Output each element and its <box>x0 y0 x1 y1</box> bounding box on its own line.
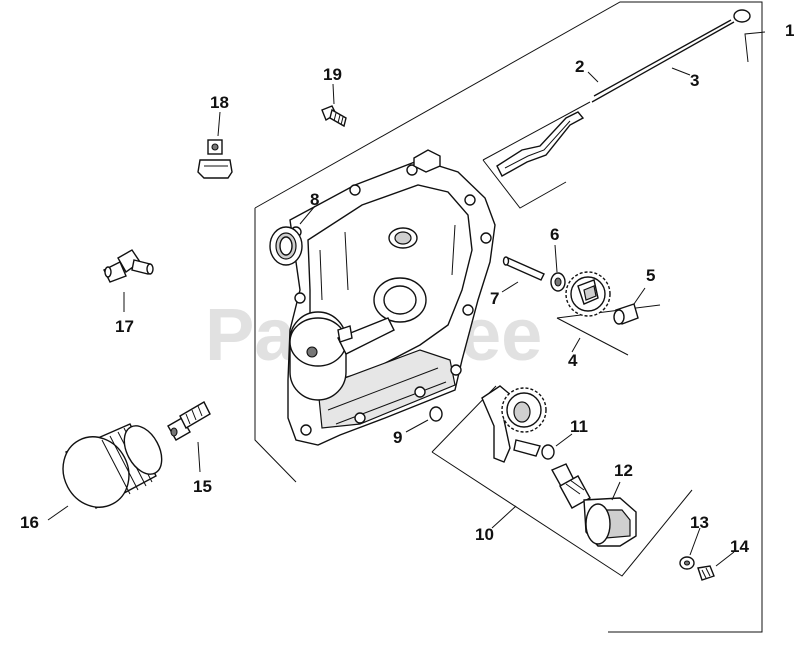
callout-19: 19 <box>323 65 342 84</box>
elbow-fitting-17 <box>103 249 154 283</box>
leader-lines <box>47 31 766 567</box>
oil-pump-10 <box>481 385 547 463</box>
oil-sensor-12 <box>551 463 637 547</box>
o-ring-9 <box>429 406 443 422</box>
callout-9: 9 <box>393 428 402 447</box>
callout-3: 3 <box>690 71 699 90</box>
callout-8: 8 <box>310 190 319 209</box>
callout-17: 17 <box>115 317 134 336</box>
callout-14: 14 <box>730 537 749 556</box>
oil-filter-16 <box>62 423 163 509</box>
washer-6 <box>550 272 566 292</box>
callout-11: 11 <box>570 417 588 436</box>
governor-gear-4 <box>565 271 611 317</box>
callout-7: 7 <box>490 289 499 308</box>
callout-6: 6 <box>550 225 559 244</box>
dipstick-assembly <box>496 9 751 177</box>
callout-2: 2 <box>575 57 584 76</box>
bolt-19 <box>321 105 347 128</box>
callout-18: 18 <box>210 93 229 112</box>
callout-15: 15 <box>193 477 212 496</box>
callout-4: 4 <box>568 351 578 370</box>
callout-16: 16 <box>20 513 39 532</box>
bolt-15 <box>167 401 211 441</box>
callout-10: 10 <box>475 525 494 544</box>
o-ring-11 <box>541 444 555 460</box>
callout-5: 5 <box>646 266 655 285</box>
callout-1: 1 <box>785 21 794 40</box>
callout-13: 13 <box>690 513 709 532</box>
plunger-5 <box>613 303 639 325</box>
washer-13 <box>679 556 695 570</box>
callout-12: 12 <box>614 461 633 480</box>
oil-seal <box>269 226 303 266</box>
breather-fitting-18 <box>197 139 233 179</box>
screw-14 <box>697 565 715 581</box>
crankcase-cover <box>287 149 496 446</box>
callout-labels: 1 2 3 4 5 6 7 8 9 10 11 12 13 14 15 16 1… <box>20 21 794 556</box>
pin-7 <box>502 256 545 281</box>
